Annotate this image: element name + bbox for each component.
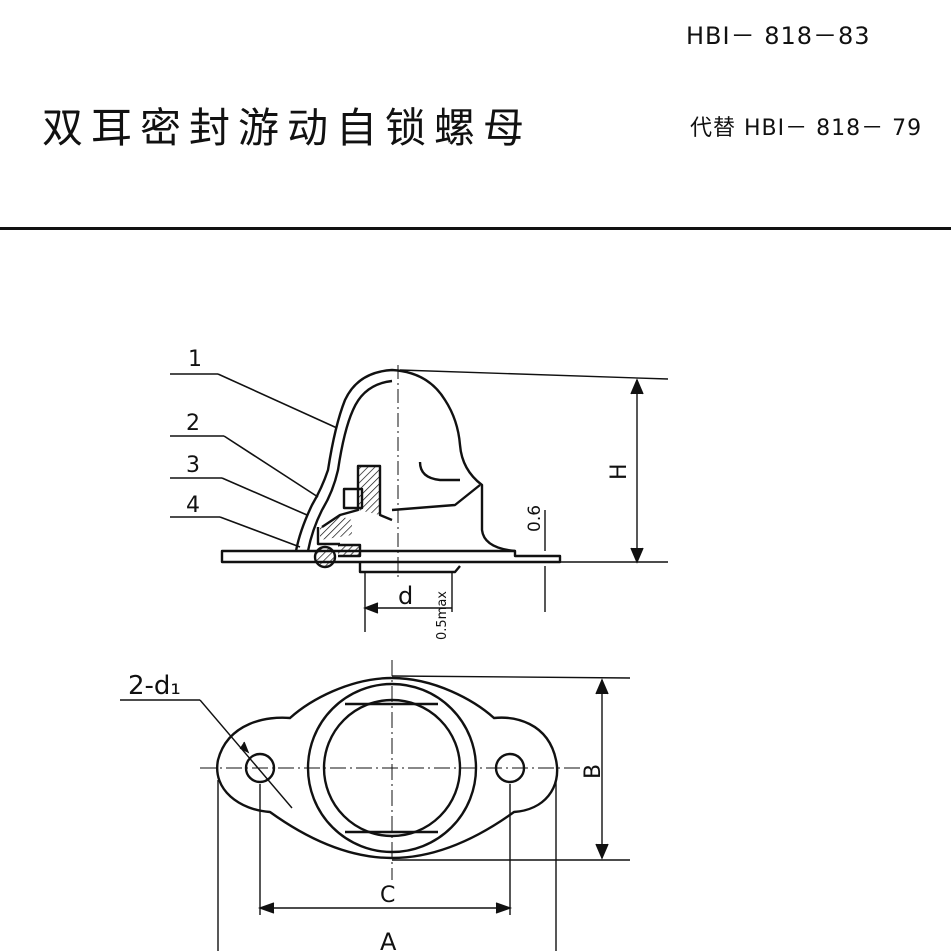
nut-body	[321, 464, 393, 528]
dim-h-label: H	[607, 463, 632, 480]
dim-a-label: A	[380, 928, 397, 951]
replaces-standard: 代替 HBI－ 818－ 79	[690, 116, 923, 141]
dim-c-lines	[257, 784, 513, 915]
dim-hole-label: 2-d₁	[128, 671, 181, 701]
clip-hatch	[320, 516, 352, 540]
dim-b-lines	[391, 675, 631, 861]
dim-thickness-label: 0.6	[525, 505, 545, 532]
document-title: 双耳密封游动自锁螺母	[42, 104, 532, 152]
dim-d-label: d	[398, 582, 413, 610]
dim-d-lines	[363, 572, 453, 632]
plan-centerlines	[200, 660, 580, 880]
dim-float-label: 0.5max	[435, 591, 450, 640]
dim-a-lines	[217, 780, 557, 951]
nut-tab	[418, 461, 460, 482]
callout-leaders	[170, 373, 338, 548]
callout-1: 1	[188, 347, 202, 372]
callout-2: 2	[186, 411, 200, 436]
dim-h-lines	[399, 369, 669, 564]
seal-ring	[313, 545, 337, 569]
callout-4: 4	[186, 493, 200, 518]
base-flange	[220, 549, 562, 564]
thread-bore	[358, 562, 461, 574]
dim-c-label: C	[380, 883, 395, 908]
retainer	[338, 543, 362, 558]
dim-b-label: B	[581, 764, 606, 779]
clip-left	[316, 527, 340, 546]
callout-3: 3	[186, 453, 200, 478]
dome-cap	[294, 368, 516, 553]
standard-number: HBI－ 818－83	[686, 22, 871, 50]
header-rule	[0, 227, 951, 230]
dim-hole-lines	[120, 699, 293, 809]
nut-right	[391, 484, 481, 512]
nut-section-hatch	[358, 466, 380, 515]
side-section-view	[220, 368, 562, 574]
dome-inner	[306, 379, 393, 552]
